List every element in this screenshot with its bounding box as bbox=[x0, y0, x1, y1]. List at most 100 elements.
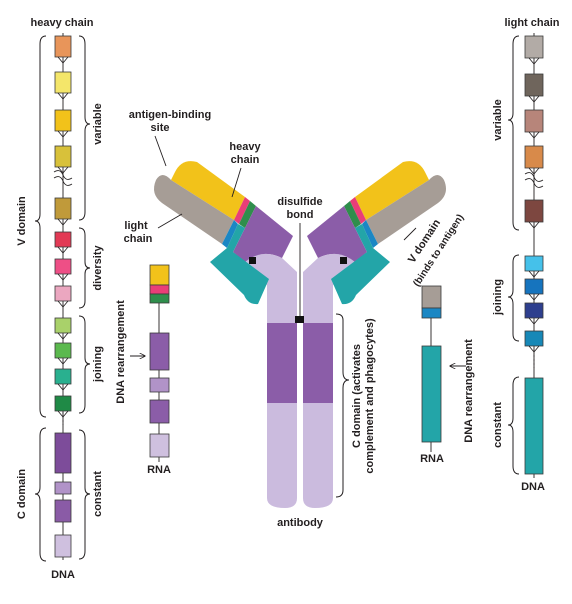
light-chain-dna-title: light chain bbox=[505, 17, 560, 29]
constant-brace-right bbox=[507, 376, 520, 475]
disulfide-bond-hinge bbox=[295, 316, 304, 323]
variable-right-label: variable bbox=[492, 99, 504, 141]
light-variable-segment bbox=[524, 109, 544, 133]
antibody-label: antibody bbox=[277, 517, 324, 529]
heavy-arm-left-diversity bbox=[234, 197, 250, 224]
heavy-rna-segment bbox=[149, 377, 170, 393]
light-variable-segment bbox=[524, 35, 544, 59]
light-joining-segment bbox=[524, 302, 544, 319]
heavy-constant-segment bbox=[54, 432, 72, 474]
antibody-molecule bbox=[154, 161, 446, 508]
heavy-variable-segment bbox=[54, 109, 72, 132]
light-break-mark-1 bbox=[524, 172, 544, 182]
light-variable-segment bbox=[524, 145, 544, 169]
segment-connector bbox=[57, 56, 69, 64]
light-chain-rna-column bbox=[421, 285, 442, 452]
segment-connector bbox=[528, 57, 540, 65]
light-chain-label-1: light bbox=[124, 220, 148, 232]
heavy-arm-right-constant bbox=[307, 206, 367, 262]
heavy-chain-dna-column bbox=[53, 33, 73, 560]
light-chain-pointer bbox=[157, 213, 183, 229]
dna-left-label: DNA bbox=[51, 569, 75, 581]
constant-brace-left bbox=[78, 429, 91, 560]
light-joining-segment bbox=[524, 255, 544, 272]
segment-connector bbox=[57, 357, 69, 365]
variable-brace-left bbox=[78, 35, 91, 221]
light-joining-segment bbox=[524, 330, 544, 347]
heavy-stem-right-middle bbox=[303, 323, 333, 403]
constant-right-label: constant bbox=[492, 402, 504, 448]
heavy-stem-right-lower bbox=[303, 402, 333, 508]
heavy-variable-segment bbox=[54, 71, 72, 94]
heavy-variable-segment bbox=[54, 35, 72, 58]
light-constant-segment bbox=[524, 377, 544, 475]
segment-connector bbox=[528, 317, 540, 325]
light-arm-right-constant bbox=[331, 224, 390, 305]
antigen-binding-label-1: antigen-binding bbox=[129, 109, 211, 121]
heavy-arm-right-diversity bbox=[350, 197, 366, 224]
c-domain-brace-left bbox=[34, 427, 47, 562]
disulfide-bond-left bbox=[249, 257, 256, 264]
heavy-joining-segment bbox=[54, 317, 72, 334]
rna-left-label: RNA bbox=[147, 464, 171, 476]
segment-connector bbox=[57, 246, 69, 254]
segment-connector bbox=[528, 95, 540, 103]
heavy-rna-segment bbox=[149, 332, 170, 371]
joining-right-label: joining bbox=[492, 279, 504, 316]
segment-connector bbox=[528, 221, 540, 229]
heavy-chain-rna-column bbox=[149, 264, 170, 462]
c-domain-brace-right bbox=[335, 313, 350, 498]
light-arm-left-constant bbox=[210, 224, 269, 305]
heavy-rna-segment bbox=[149, 433, 170, 458]
light-chain-dna-column bbox=[524, 33, 544, 478]
segment-connector bbox=[57, 130, 69, 138]
segment-connector bbox=[57, 218, 69, 226]
joining-brace-right bbox=[507, 254, 520, 342]
variable-left-label: variable bbox=[92, 103, 104, 145]
light-arm-right-joining bbox=[362, 220, 378, 248]
disulfide-bond-right bbox=[340, 257, 347, 264]
segment-connector bbox=[57, 300, 69, 308]
heavy-arm-left-variable bbox=[171, 161, 245, 220]
heavy-rna-segment bbox=[149, 264, 170, 286]
segment-connector bbox=[528, 345, 540, 353]
segment-connector bbox=[57, 273, 69, 281]
heavy-stem-left-middle bbox=[267, 323, 297, 403]
antigen-binding-label-2: site bbox=[151, 122, 170, 134]
joining-brace-left bbox=[78, 315, 91, 414]
heavy-joining-segment bbox=[54, 395, 72, 412]
light-joining-segment bbox=[524, 278, 544, 295]
rna-right-label: RNA bbox=[420, 453, 444, 465]
heavy-diversity-segment bbox=[54, 231, 72, 248]
heavy-variable-segment bbox=[54, 145, 72, 168]
segment-connector bbox=[528, 131, 540, 139]
heavy-chain-label-1: heavy bbox=[229, 141, 261, 153]
heavy-joining-segment bbox=[54, 368, 72, 385]
light-rna-segment bbox=[421, 285, 442, 309]
segment-connector bbox=[57, 166, 69, 174]
segment-connector bbox=[528, 167, 540, 175]
heavy-arm-left-joining bbox=[239, 201, 256, 228]
heavy-stem-left-lower bbox=[267, 402, 297, 508]
segment-connector bbox=[528, 270, 540, 278]
light-arm-left-variable bbox=[154, 175, 234, 244]
variable-brace-right bbox=[507, 35, 520, 231]
segment-connector bbox=[528, 293, 540, 301]
constant-left-label: constant bbox=[92, 471, 104, 517]
heavy-chain-dna-title: heavy chain bbox=[31, 17, 94, 29]
light-arm-left-joining bbox=[222, 220, 238, 248]
c-domain-left-label: C domain bbox=[16, 469, 28, 519]
c-domain-right-label-2: complement and phagocytes) bbox=[364, 318, 376, 474]
heavy-variable-segment bbox=[54, 197, 72, 220]
heavy-arm-right-variable bbox=[355, 161, 429, 220]
light-rna-segment bbox=[421, 345, 442, 443]
heavy-constant-segment bbox=[54, 534, 72, 558]
heavy-arm-left-constant bbox=[233, 206, 293, 262]
heavy-constant-segment bbox=[54, 481, 72, 495]
light-chain-label-2: chain bbox=[124, 233, 153, 245]
antigen-binding-pointer bbox=[154, 135, 167, 167]
diversity-brace bbox=[78, 227, 91, 309]
v-domain-right-pointer bbox=[403, 227, 417, 241]
light-variable-segment bbox=[524, 73, 544, 97]
